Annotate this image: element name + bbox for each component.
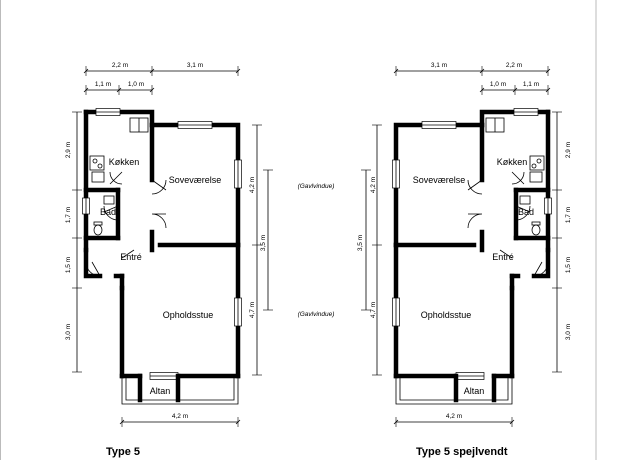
dim-right-2: 3,5 m	[260, 235, 267, 251]
room-label-bedroom: Soveværelse	[169, 175, 222, 185]
dim-left-2: 1,7 m	[65, 207, 72, 223]
dim-right-1: 2,9 m	[565, 142, 572, 158]
dim-right-3: 4,7 m	[249, 302, 256, 318]
dim-left-3: 1,5 m	[65, 257, 72, 273]
dim-top-left: 3,1 m	[431, 62, 447, 69]
door-swings	[85, 171, 167, 277]
room-label-kitchen: Køkken	[109, 157, 140, 167]
dim-left-1: 2,9 m	[65, 142, 72, 158]
bottom-dimension-line	[393, 417, 515, 427]
dim-top-right: 2,2 m	[506, 62, 522, 69]
room-label-living: Opholdsstue	[163, 310, 214, 320]
dim-top-sub-a: 1,1 m	[95, 81, 111, 88]
door-swings	[467, 171, 549, 277]
plan-type-5-mirrored: 3,1 m 2,2 m 1,0 m 1,1 m 2,9 m 1,7 m 1,5 …	[357, 62, 572, 458]
dim-right-3: 1,5 m	[565, 257, 572, 273]
plan-title: Type 5 spejlvendt	[416, 446, 508, 458]
left-dimension-lines	[361, 124, 382, 376]
dim-top-right: 3,1 m	[187, 62, 203, 69]
dim-right-1: 4,2 m	[249, 177, 256, 193]
room-label-balcony: Altan	[150, 386, 171, 396]
room-label-bath: Bad	[100, 207, 116, 217]
walls	[83, 109, 241, 379]
top-dimension-lines	[393, 66, 551, 95]
top-dimension-lines	[83, 66, 241, 95]
gable-window-note-top: (Gavlvindue)	[298, 183, 335, 190]
dim-top-left: 2,2 m	[112, 62, 128, 69]
room-label-bedroom: Soveværelse	[413, 175, 466, 185]
windows	[392, 108, 552, 380]
dim-left-3: 4,7 m	[370, 302, 377, 318]
room-label-living: Opholdsstue	[421, 310, 472, 320]
right-dimension-lines	[252, 124, 273, 376]
plan-title: Type 5	[106, 446, 140, 458]
dim-left-2: 3,5 m	[357, 235, 364, 251]
fixtures	[485, 117, 545, 236]
windows	[82, 108, 242, 380]
room-label-kitchen: Køkken	[497, 157, 528, 167]
balcony	[395, 373, 513, 405]
dim-right-2: 1,7 m	[565, 207, 572, 223]
walls	[393, 109, 551, 379]
dim-top-sub-a: 1,0 m	[490, 81, 506, 88]
gable-window-note-bottom: (Gavlvindue)	[298, 311, 335, 318]
dim-top-sub-b: 1,0 m	[128, 81, 144, 88]
room-label-entry: Entré	[492, 252, 514, 262]
dim-bottom: 4,2 m	[446, 413, 462, 420]
dim-left-1: 4,2 m	[370, 177, 377, 193]
dim-top-sub-b: 1,1 m	[523, 81, 539, 88]
fixtures	[89, 117, 149, 236]
room-label-balcony: Altan	[464, 386, 485, 396]
plan-type-5: 2,2 m 3,1 m 1,1 m 1,0 m 2,9 m 1,7 m 1,5 …	[65, 62, 273, 458]
right-dimension-lines	[552, 111, 562, 373]
dim-right-4: 3,0 m	[565, 324, 572, 340]
room-label-entry: Entré	[120, 252, 142, 262]
dim-left-4: 3,0 m	[65, 324, 72, 340]
balcony	[121, 373, 239, 405]
left-dimension-lines	[72, 111, 82, 373]
dim-bottom: 4,2 m	[172, 413, 188, 420]
bottom-dimension-line	[119, 417, 241, 427]
room-label-bath: Bad	[518, 207, 534, 217]
